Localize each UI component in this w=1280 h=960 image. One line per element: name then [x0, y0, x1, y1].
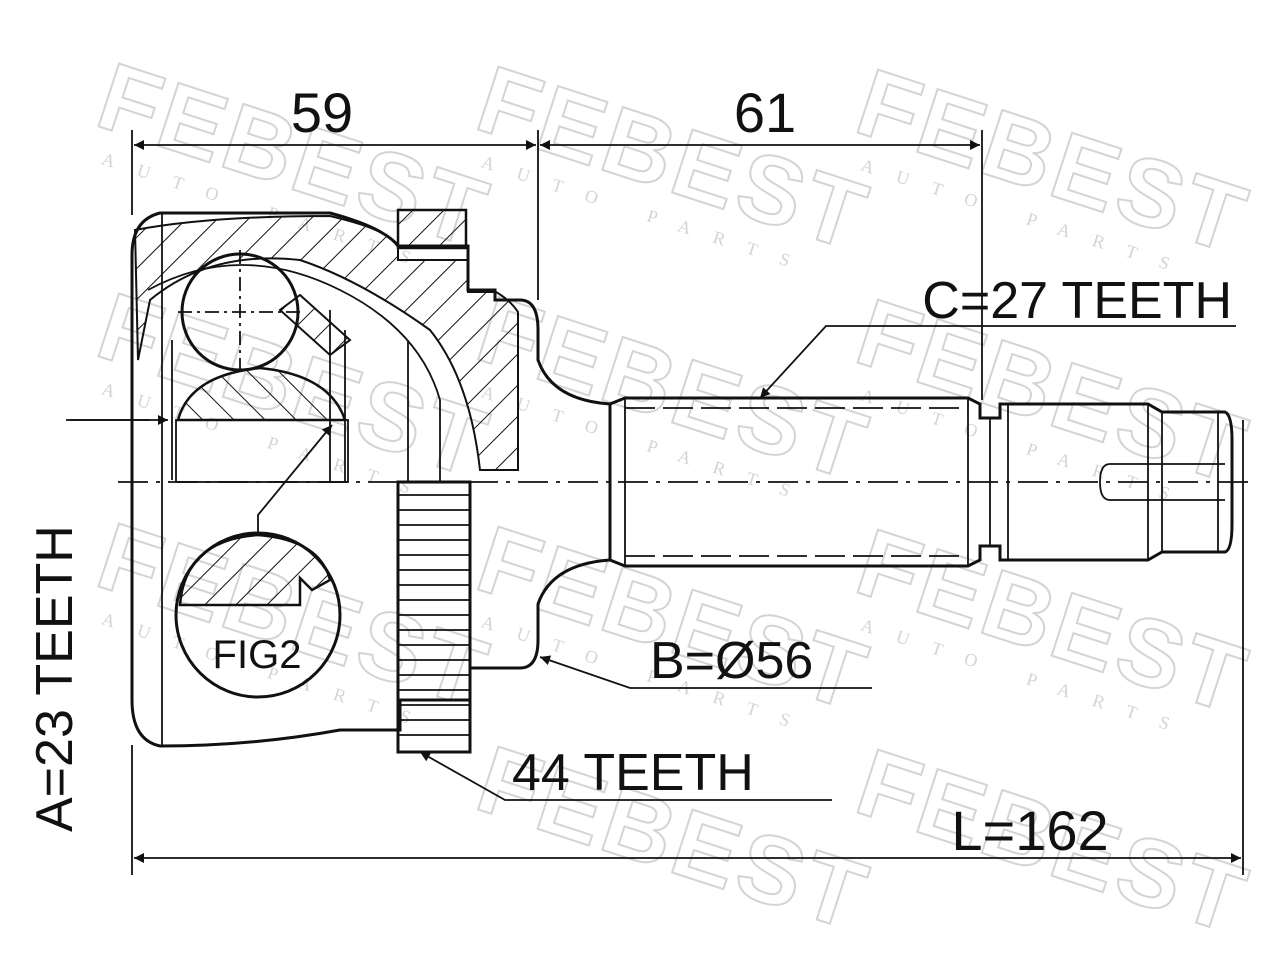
- outer-spline-callout: A=23 TEETH: [26, 415, 168, 832]
- seal-diameter-callout: B=Ø56: [539, 632, 872, 690]
- inner-spline-callout: C=27 TEETH: [759, 272, 1236, 399]
- inner-race: [175, 293, 352, 483]
- outer-housing: [130, 208, 612, 748]
- abs-ring-callout: 44 TEETH: [419, 744, 832, 802]
- inner-spline-label: C=27 TEETH: [922, 272, 1232, 330]
- watermark-brand: FEBEST: [465, 46, 881, 272]
- detail-fig2: FIG2: [174, 424, 342, 699]
- dimension-outer-length: 59: [134, 81, 536, 150]
- abs-tone-ring: [396, 340, 472, 754]
- tone-ring-teeth: [398, 494, 470, 736]
- outer-spline-label: A=23 TEETH: [26, 525, 84, 832]
- abs-ring-label: 44 TEETH: [512, 744, 754, 802]
- dimension-value: L=162: [951, 799, 1108, 862]
- watermark-brand: FEBEST: [465, 506, 881, 732]
- dimension-value: 59: [291, 81, 353, 144]
- splined-shaft: [608, 396, 1234, 568]
- shaft-keyway: [1099, 463, 1225, 501]
- watermark-brand: FEBEST: [845, 49, 1261, 275]
- dimension-shaft-length: 61: [540, 81, 980, 150]
- extension-lines: [66, 130, 1244, 875]
- watermark-brand: FEBEST: [845, 509, 1261, 735]
- detail-reference: FIG2: [213, 633, 302, 677]
- dimension-value: 61: [734, 81, 796, 144]
- dimension-overall-length: L=162: [134, 799, 1241, 863]
- seal-diameter-label: B=Ø56: [650, 632, 813, 690]
- watermark-brand: FEBEST: [465, 276, 881, 502]
